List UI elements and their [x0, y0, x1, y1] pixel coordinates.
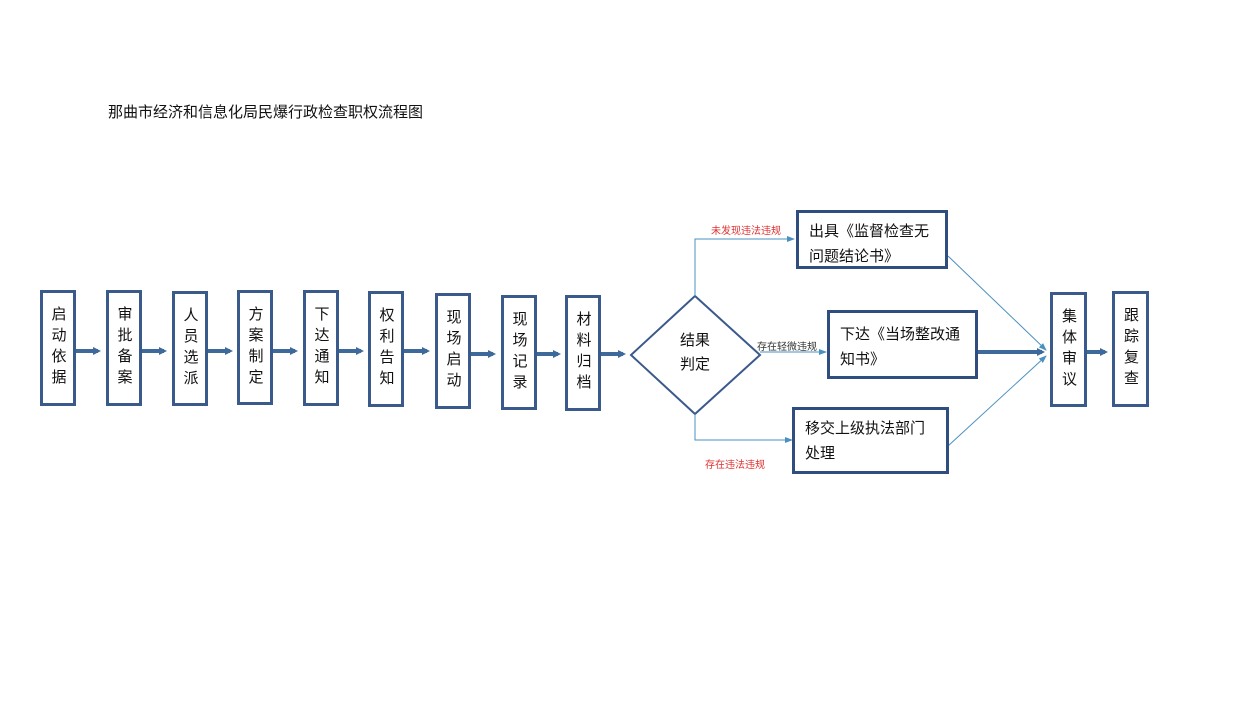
step-onsite-record: 现场记录: [501, 295, 537, 410]
step-archive-materials: 材料归档: [565, 295, 601, 411]
condition-label-minor-violation: 存在轻微违规: [757, 342, 817, 353]
step-onsite-start: 现场启动: [435, 293, 471, 409]
step-plan-formulation: 方案制定: [237, 290, 273, 405]
outcome-rectification-notice: 下达《当场整改通 知书》: [827, 310, 978, 379]
step-approval-filing: 审批备案: [106, 290, 142, 406]
step-rights-notification: 权利告知: [368, 291, 404, 407]
merge-line-bottom: [947, 355, 1047, 447]
decision-label: 结果 判定: [670, 328, 720, 376]
diagram-title: 那曲市经济和信息化局民爆行政检查职权流程图: [108, 103, 424, 121]
condition-label-violation: 存在违法违规: [705, 460, 765, 471]
step-issue-notice: 下达通知: [303, 290, 339, 406]
step-startup-basis: 启动依据: [40, 290, 76, 406]
decision-label-line1: 结果: [679, 331, 710, 349]
step-follow-up-review: 跟踪复查: [1112, 291, 1149, 407]
merge-line-top: [947, 255, 1047, 351]
step-personnel-assignment: 人员选派: [172, 291, 208, 406]
outcome-transfer-to-authority: 移交上级执法部门 处理: [792, 407, 949, 474]
branch-line-bottom: [694, 414, 793, 443]
step-collective-review: 集体审议: [1050, 292, 1087, 407]
branch-line-top: [694, 236, 795, 296]
decision-label-line2: 判定: [679, 355, 710, 373]
outcome-no-problem-conclusion: 出具《监督检查无 问题结论书》: [796, 210, 948, 269]
condition-label-no-violation: 未发现违法违规: [711, 226, 781, 237]
